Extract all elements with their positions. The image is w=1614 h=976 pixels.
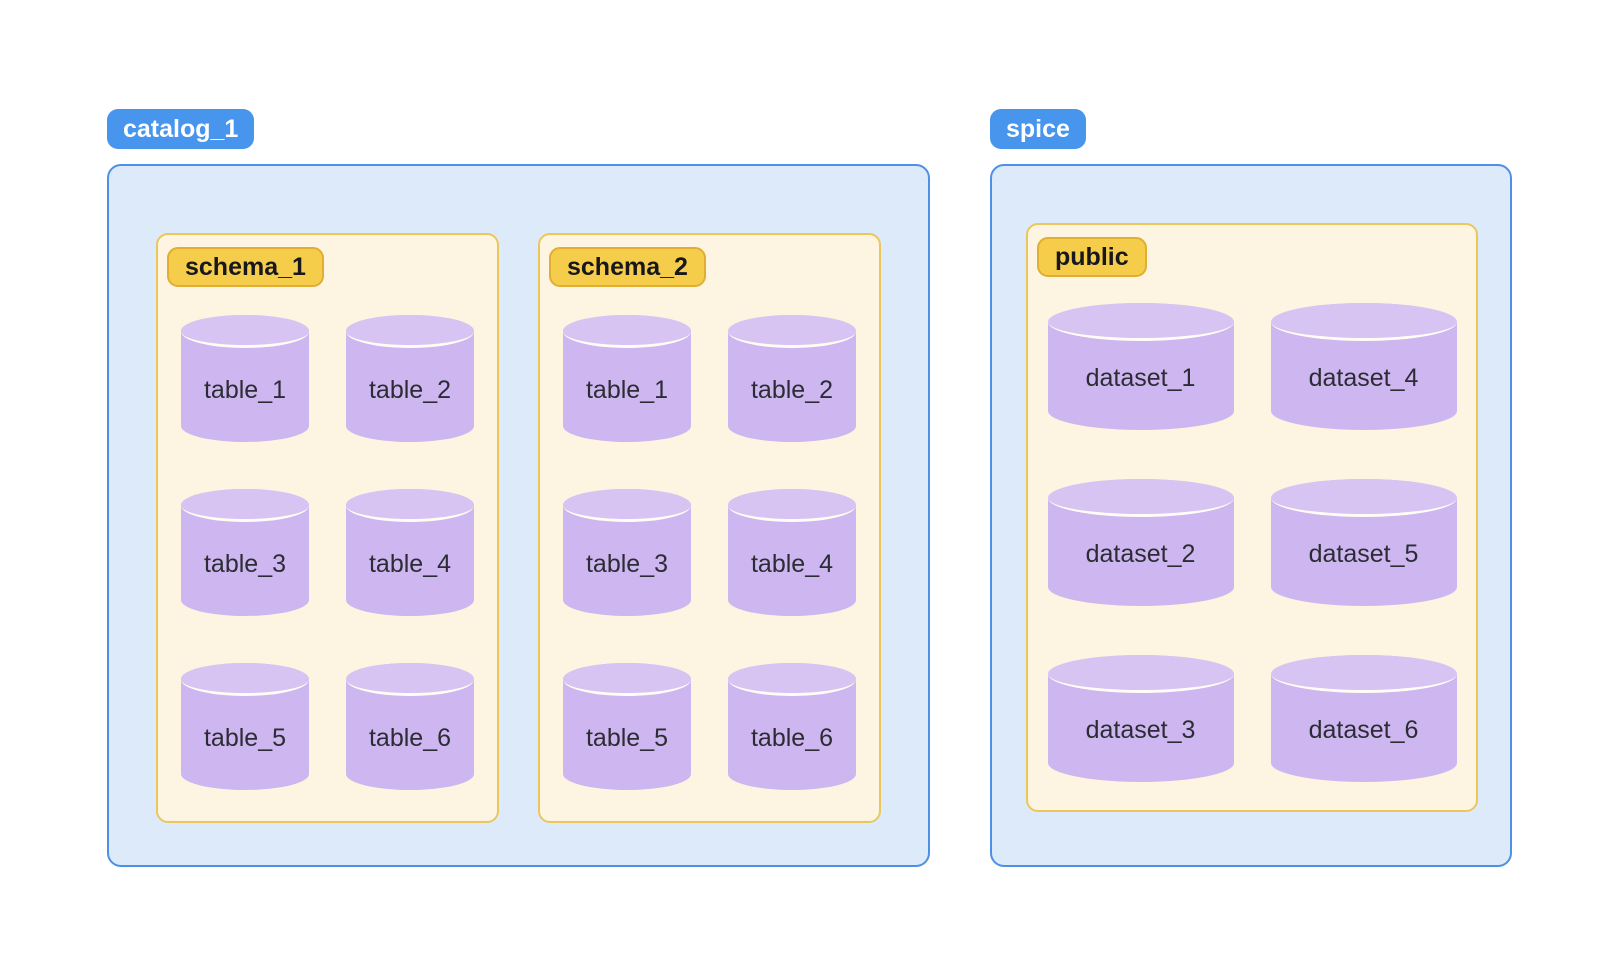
table-name: table_3 bbox=[585, 550, 669, 578]
table-name: table_5 bbox=[203, 724, 287, 752]
table-name: table_6 bbox=[368, 724, 452, 752]
database-cylinder-icon: table_2 bbox=[346, 315, 474, 442]
dataset-name: dataset_2 bbox=[1085, 540, 1196, 568]
table-name: table_2 bbox=[750, 376, 834, 404]
table-name: table_3 bbox=[203, 550, 287, 578]
table-name: table_4 bbox=[368, 550, 452, 578]
schema-container-public: public dataset_1 dataset_4 dataset_2 dat… bbox=[1026, 223, 1478, 812]
table-name: table_6 bbox=[750, 724, 834, 752]
schema-label-badge: public bbox=[1037, 237, 1147, 277]
database-cylinder-icon: table_5 bbox=[181, 663, 309, 790]
database-cylinder-icon: table_1 bbox=[181, 315, 309, 442]
database-cylinder-icon: table_3 bbox=[563, 489, 691, 616]
schema-label-badge: schema_2 bbox=[549, 247, 706, 287]
database-cylinder-icon: dataset_3 bbox=[1047, 655, 1234, 782]
catalog-label-badge: spice bbox=[990, 109, 1086, 149]
table-grid: table_1 table_2 table_3 table_4 table_5 bbox=[158, 315, 497, 790]
catalog-container: public dataset_1 dataset_4 dataset_2 dat… bbox=[990, 164, 1512, 867]
database-cylinder-icon: dataset_4 bbox=[1270, 303, 1457, 430]
database-cylinder-icon: table_6 bbox=[728, 663, 856, 790]
table-grid: table_1 table_2 table_3 table_4 table_5 bbox=[540, 315, 879, 790]
database-cylinder-icon: table_3 bbox=[181, 489, 309, 616]
database-cylinder-icon: table_4 bbox=[346, 489, 474, 616]
dataset-name: dataset_1 bbox=[1085, 364, 1196, 392]
database-cylinder-icon: table_2 bbox=[728, 315, 856, 442]
database-cylinder-icon: table_1 bbox=[563, 315, 691, 442]
catalog-container: schema_1 table_1 table_2 table_3 table_4 bbox=[107, 164, 930, 867]
dataset-name: dataset_6 bbox=[1308, 716, 1419, 744]
schema-container-1: schema_1 table_1 table_2 table_3 table_4 bbox=[156, 233, 499, 823]
dataset-name: dataset_3 bbox=[1085, 716, 1196, 744]
catalog-group-right: spice public dataset_1 dataset_4 dataset… bbox=[990, 109, 1512, 867]
schema-container-2: schema_2 table_1 table_2 table_3 table_4 bbox=[538, 233, 881, 823]
table-name: table_5 bbox=[585, 724, 669, 752]
dataset-grid: dataset_1 dataset_4 dataset_2 dataset_5 … bbox=[1028, 303, 1476, 782]
database-cylinder-icon: dataset_6 bbox=[1270, 655, 1457, 782]
table-name: table_2 bbox=[368, 376, 452, 404]
database-cylinder-icon: dataset_1 bbox=[1047, 303, 1234, 430]
database-cylinder-icon: table_5 bbox=[563, 663, 691, 790]
table-name: table_1 bbox=[203, 376, 287, 404]
dataset-name: dataset_5 bbox=[1308, 540, 1419, 568]
table-name: table_4 bbox=[750, 550, 834, 578]
database-cylinder-icon: table_6 bbox=[346, 663, 474, 790]
database-cylinder-icon: dataset_2 bbox=[1047, 479, 1234, 606]
dataset-name: dataset_4 bbox=[1308, 364, 1419, 392]
catalog-label-badge: catalog_1 bbox=[107, 109, 255, 149]
database-cylinder-icon: dataset_5 bbox=[1270, 479, 1457, 606]
table-name: table_1 bbox=[585, 376, 669, 404]
catalog-group-left: catalog_1 schema_1 table_1 table_2 table… bbox=[107, 109, 930, 867]
schema-label-badge: schema_1 bbox=[167, 247, 324, 287]
database-cylinder-icon: table_4 bbox=[728, 489, 856, 616]
